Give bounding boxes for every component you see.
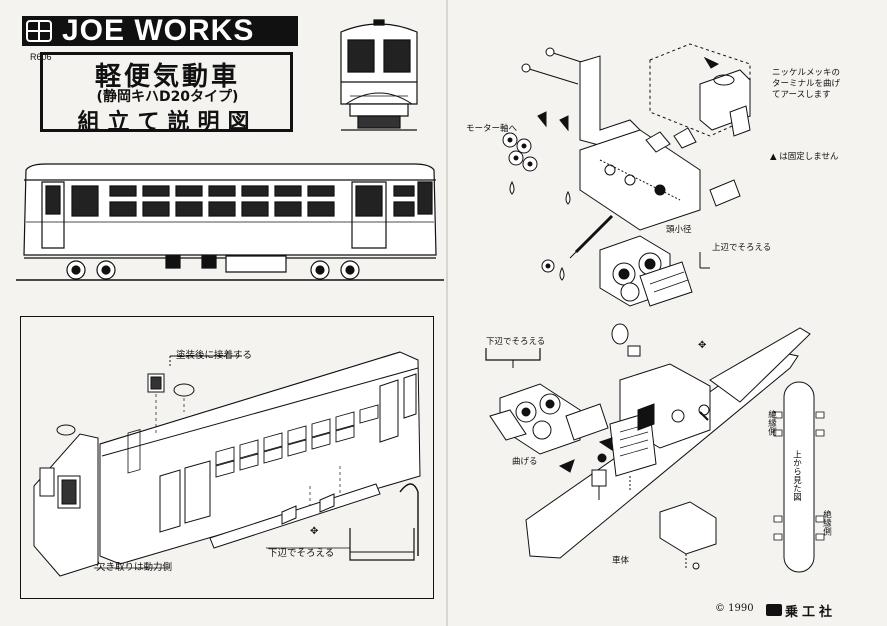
title-main: 軽便気動車: [94, 62, 240, 92]
brand-logo: JOE WORKS: [22, 16, 298, 46]
label-align-top: 上辺でそろえる: [712, 243, 772, 253]
publisher-mark-icon: [766, 604, 782, 616]
label-insulated-top: 絶縁側: [766, 410, 777, 436]
title-doc: 組立て説明図: [77, 110, 258, 135]
page-fold: [446, 0, 448, 626]
label-body: 車体: [612, 556, 630, 566]
label-nickel-1: ニッケルメッキの: [772, 68, 841, 78]
motor-chassis-exploded: [460, 40, 880, 320]
title-box: [40, 52, 293, 132]
body-assembly-panel: [20, 316, 434, 599]
svg-text:✥: ✥: [310, 526, 318, 537]
floor-bogie-assembly: ✥: [470, 320, 882, 590]
label-insulated-bottom: 絶縁側: [821, 510, 832, 536]
label-align-bottom-right: 下辺でそろえる: [486, 337, 546, 347]
railcar-front-view: [336, 12, 422, 137]
label-nickel-2: ターミナルを曲げ: [772, 79, 841, 89]
publisher: 乗工社: [785, 605, 837, 620]
label-after-paint: 塗装後に接着する: [176, 350, 253, 361]
body-assembly-drawing: ✥: [20, 316, 434, 599]
brand-name: JOE WORKS: [62, 14, 255, 47]
brand-mark-icon: [26, 20, 52, 42]
label-bend: 曲げる: [512, 457, 538, 467]
label-motor-shaft: モーター軸へ: [466, 124, 518, 134]
label-not-fixed: ▲ は固定しません: [770, 152, 839, 162]
copyright: © 1990: [715, 603, 754, 614]
label-top-view: 上から見た図: [791, 450, 802, 501]
svg-text:✥: ✥: [698, 340, 706, 351]
title-sub: (静岡キハD20タイプ): [96, 89, 239, 105]
railcar-side-view: [16, 160, 444, 285]
label-align-bottom-left: 下辺でそろえる: [268, 548, 335, 559]
label-nickel-3: てアースします: [772, 90, 831, 100]
label-small-diameter: 頭小径: [666, 225, 692, 235]
label-cutout: 欠き取りは動力側: [96, 562, 173, 573]
